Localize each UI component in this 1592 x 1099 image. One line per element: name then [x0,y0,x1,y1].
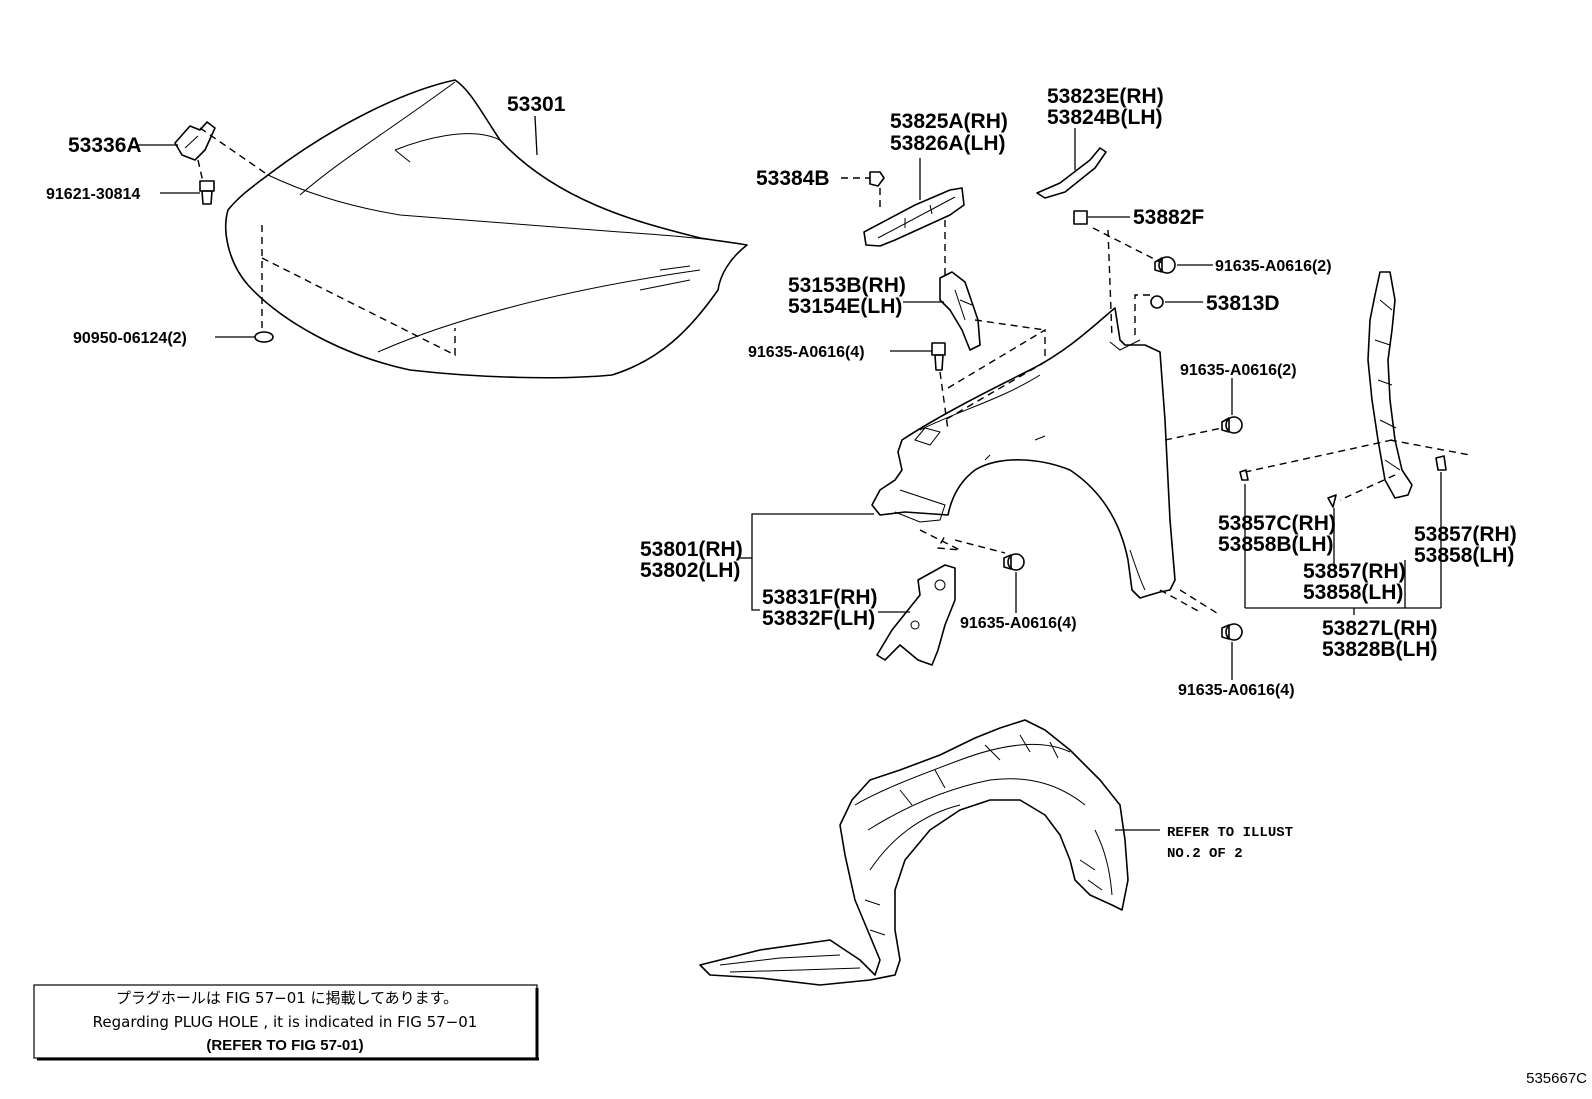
bolt-right-icon [1221,623,1243,641]
bolt-left-icon [931,342,946,371]
label-seal-r-lh: 53858(LH) [1414,544,1514,567]
label-seal-rh: 53823E(RH) [1047,85,1164,108]
label-seal-m-rh: 53857(RH) [1303,560,1406,583]
label-seal-assy-rh: 53827L(RH) [1322,617,1438,640]
clip-53857c-icon [1239,469,1249,481]
fender-side-seal [1367,271,1413,499]
figure-id: 535667C [1526,1070,1587,1087]
clip-53857-mid-icon [1327,494,1337,508]
label-bolt-left: 91635-A0616(4) [748,344,865,361]
label-seal-assy-lh: 53828B(LH) [1322,638,1438,661]
label-bolt-top: 91635-A0616(2) [1215,258,1332,275]
label-fender-lh: 53802(LH) [640,559,740,582]
label-plug: 90950-06124(2) [73,330,187,347]
clip-53882f-icon [1073,210,1088,225]
hood-bracket [174,121,216,161]
cushion-icon [869,171,885,187]
label-hood-bracket: 53336A [68,134,142,157]
bolt-bottom-icon [1003,553,1025,571]
note-line-ref: (REFER TO FIG 57-01) [206,1037,363,1054]
label-fender-bracket-rh: 53831F(RH) [762,586,878,609]
label-bolt-91621: 91621-30814 [46,186,140,203]
label-bolt-mid: 91635-A0616(2) [1180,362,1297,379]
label-seal-lh: 53824B(LH) [1047,106,1163,129]
note-line-en: Regarding PLUG HOLE , it is indicated in… [93,1013,478,1031]
label-bolt-right: 91635-A0616(4) [1178,682,1295,699]
label-hood: 53301 [507,93,566,116]
hood-hinge [939,271,981,351]
label-liner-ref-2: NO.2 OF 2 [1167,846,1243,862]
hood-hinge-bracket [863,187,965,247]
label-hinge-lh: 53154E(LH) [788,295,902,318]
note-line-jp: プラグホールは FIG 57−01 に掲載してあります。 [116,989,458,1007]
plug-icon [254,331,274,343]
label-seal-c-lh: 53858B(LH) [1218,533,1334,556]
label-clip-53813d: 53813D [1206,292,1280,315]
front-fender [871,307,1176,599]
hood-panel [225,79,748,379]
bolt-91621-icon [199,180,215,205]
note-box: プラグホールは FIG 57−01 に掲載してあります。 Regarding P… [33,984,539,1061]
label-seal-c-rh: 53857C(RH) [1218,512,1336,535]
clip-53813d-icon [1150,295,1164,309]
label-fender-rh: 53801(RH) [640,538,743,561]
label-clip-53882f: 53882F [1133,206,1204,229]
bolt-mid-icon [1221,416,1243,434]
label-bracket-rh: 53825A(RH) [890,110,1008,133]
label-seal-m-lh: 53858(LH) [1303,581,1403,604]
label-bolt-bottom: 91635-A0616(4) [960,615,1077,632]
bolt-top-icon [1154,256,1176,274]
label-liner-ref-1: REFER TO ILLUST [1167,825,1293,841]
fender-seal-top [1036,147,1107,199]
label-bracket-lh: 53826A(LH) [890,132,1006,155]
fender-liner [699,719,1129,986]
label-seal-r-rh: 53857(RH) [1414,523,1517,546]
fender-bracket [876,564,956,666]
label-fender-bracket-lh: 53832F(LH) [762,607,875,630]
label-hinge-rh: 53153B(RH) [788,274,906,297]
label-cushion: 53384B [756,167,830,190]
clip-53857-right-icon [1435,455,1447,471]
